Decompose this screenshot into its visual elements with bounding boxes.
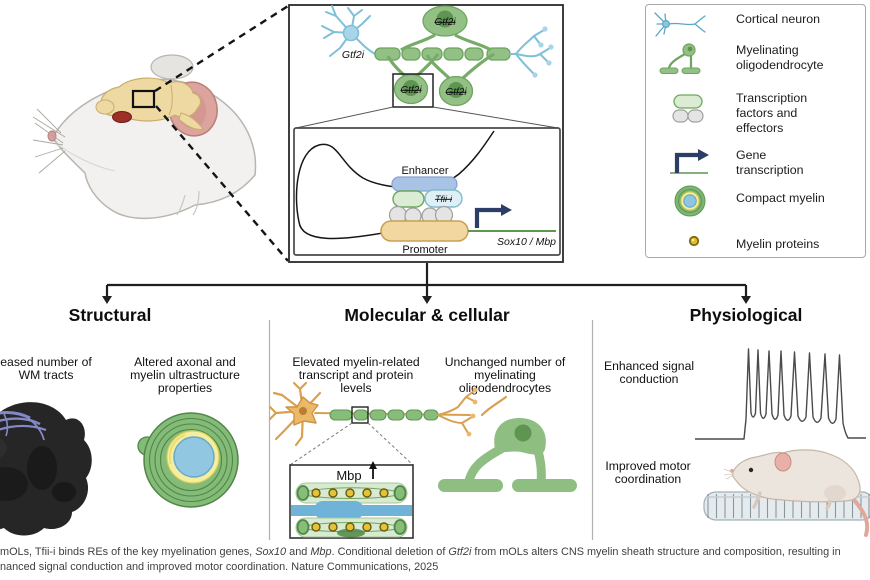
oligodendrocyte-drawing — [438, 417, 577, 492]
inset-pointer-lines — [289, 422, 414, 466]
inset-axon-band — [291, 501, 412, 519]
transcription-arrow — [474, 207, 501, 228]
legend-label-gene-transcription: Gene transcription — [736, 148, 804, 177]
promoter-label: Promoter — [402, 244, 448, 256]
legend-label-oligodendrocyte: Myelinating oligodendrocyte — [736, 43, 824, 72]
arrowhead-structural — [102, 296, 112, 304]
axon-cross-section — [137, 412, 239, 508]
enhancer-label: Enhancer — [401, 165, 448, 177]
tfii-label: Tfii-i — [435, 194, 453, 204]
compact-myelin-icon — [674, 185, 706, 217]
zoom-dashed-line-bottom — [155, 105, 289, 262]
cortical-neuron-icon — [654, 12, 706, 37]
dna-loop — [295, 130, 495, 240]
promoter-pill — [380, 220, 469, 242]
rotarod-mouse-ear — [774, 452, 792, 472]
section-title-structural: Structural — [68, 305, 152, 325]
magnified-axon-box: Gtf2i — [288, 4, 564, 263]
oligodendrocyte-top — [422, 5, 468, 37]
label-unchanged-oligos: Unchanged number of myelinating oligoden… — [444, 355, 566, 396]
myelin-wrap-top — [295, 482, 408, 504]
effector-blobs-gray — [388, 205, 454, 225]
rotarod-mouse-eye — [748, 467, 754, 473]
section-title-molecular: Molecular & cellular — [344, 305, 510, 325]
mouse-eye — [112, 111, 132, 123]
arrowhead-molecular — [422, 296, 432, 304]
effector-pill-green — [392, 190, 425, 208]
myelin-proteins-icon — [688, 235, 700, 247]
label-elevated-transcript: Elevated myelin-related transcript and p… — [292, 355, 420, 396]
gtf2i-label-neuron: Gtf2i — [342, 49, 365, 61]
caption-gene-gtf2i: Gtf2i — [448, 546, 472, 558]
myelin-wrap-bottom — [295, 517, 408, 538]
mouse-whiskers — [32, 108, 66, 174]
brain-mri-image — [0, 402, 92, 536]
caption-gene-mbp: Mbp — [310, 546, 332, 558]
axon-zoom-box — [351, 406, 369, 424]
oligodendrocyte-left — [393, 73, 429, 105]
arrowhead-physiological — [741, 296, 751, 304]
myelinating-oligodendrocyte-icon — [659, 43, 701, 74]
legend-label-cortical-neuron: Cortical neuron — [736, 12, 821, 26]
axon-myelin-segments — [329, 409, 439, 421]
label-motor-coordination: Improved motor coordination — [605, 459, 691, 487]
oligodendrocyte-right — [438, 75, 474, 107]
axon-terminal-drawing — [509, 26, 554, 78]
label-wm-tracts: eased number of WM tracts — [0, 355, 92, 383]
up-arrow-icon — [369, 461, 377, 479]
caption-text: mOLs, Tfii-i binds REs of the key myelin… — [0, 546, 256, 558]
spike-train-trace — [695, 348, 866, 440]
mouse-hind-leg — [824, 485, 846, 501]
cortical-neuron-drawing — [321, 5, 376, 57]
caption-line-1: mOLs, Tfii-i binds REs of the key myelin… — [0, 546, 841, 558]
label-signal-conduction: Enhanced signal conduction — [603, 359, 695, 387]
neuron-terminal — [437, 387, 478, 437]
caption-gene-sox10: Sox10 — [255, 546, 287, 558]
caption-line-2: nanced signal conduction and improved mo… — [0, 561, 439, 573]
enhancer-pill — [391, 176, 458, 192]
mbp-inset-label: Mbp — [336, 468, 361, 483]
target-genes-label: Sox10 / Mbp — [497, 236, 556, 248]
brain-region-box — [131, 89, 156, 109]
transcription-arrowhead — [501, 204, 512, 216]
transcription-factors-icon — [672, 94, 704, 123]
gtf2i-label-oligo-top: Gtf2i — [434, 17, 456, 28]
label-ultrastructure: Altered axonal and myelin ultrastructure… — [130, 355, 240, 396]
rotarod-mouse-illustration — [703, 449, 870, 537]
gtf2i-label-oligo-right: Gtf2i — [445, 87, 467, 98]
mouse-far-ear — [150, 54, 194, 80]
zoom-dashed-line-top — [154, 4, 289, 93]
branch-connector — [105, 263, 748, 297]
legend-label-compact-myelin: Compact myelin — [736, 191, 825, 205]
mouse-head-illustration — [32, 54, 257, 219]
rotarod-mouse-whiskers — [723, 468, 735, 480]
gene-transcription-icon — [670, 149, 709, 174]
myelinated-neuron-inset: Mbp — [268, 381, 508, 539]
legend-box: Cortical neuron Myelinating oligodendroc… — [645, 4, 866, 258]
zoom-trapezoid-lines — [295, 106, 559, 129]
wm-tracts-purple — [0, 411, 47, 441]
legend-label-transcription-factors: Transcription factors and effectors — [736, 91, 808, 135]
oligo-zoom-box — [392, 73, 434, 108]
legend-label-myelin-proteins: Myelin proteins — [736, 237, 820, 251]
section-title-physiological: Physiological — [689, 305, 803, 325]
gtf2i-label-oligo-left: Gtf2i — [400, 85, 422, 96]
